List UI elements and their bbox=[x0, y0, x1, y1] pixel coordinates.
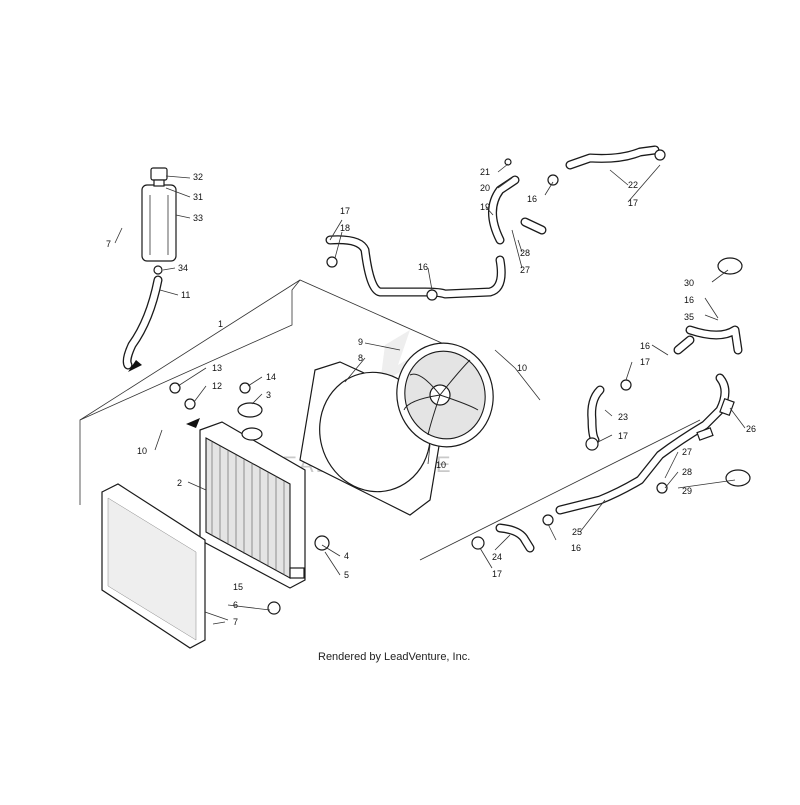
bolt-13 bbox=[169, 382, 181, 394]
callout-31: 31 bbox=[193, 192, 203, 202]
callout-6: 6 bbox=[233, 600, 238, 610]
callout-3: 3 bbox=[266, 390, 271, 400]
coolant-reservoir bbox=[141, 167, 177, 275]
radiator bbox=[199, 421, 306, 589]
callout-16d: 16 bbox=[640, 341, 650, 351]
callout-7b: 7 bbox=[233, 617, 238, 627]
callout-21: 21 bbox=[480, 167, 490, 177]
watermark-logo bbox=[380, 330, 420, 400]
callout-16b: 16 bbox=[527, 194, 537, 204]
callout-25: 25 bbox=[572, 527, 582, 537]
leader-lines bbox=[114, 163, 746, 625]
assembly-outline bbox=[79, 279, 301, 505]
callout-34: 34 bbox=[178, 263, 188, 273]
callout-labels: 32 31 33 7 34 11 1 13 12 14 3 10 2 4 5 1… bbox=[106, 167, 756, 627]
callout-10a: 10 bbox=[137, 446, 147, 456]
callout-17d: 17 bbox=[618, 431, 628, 441]
washer-12 bbox=[184, 398, 196, 410]
callout-9: 9 bbox=[358, 337, 363, 347]
callout-16e: 16 bbox=[571, 543, 581, 553]
callout-32: 32 bbox=[193, 172, 203, 182]
callout-10b: 10 bbox=[517, 363, 527, 373]
callout-11: 11 bbox=[181, 290, 190, 300]
callout-7a: 7 bbox=[106, 239, 111, 249]
callout-4: 4 bbox=[344, 551, 349, 561]
callout-23: 23 bbox=[618, 412, 628, 422]
callout-17e: 17 bbox=[492, 569, 502, 579]
nut-14 bbox=[239, 382, 251, 394]
callout-5: 5 bbox=[344, 570, 349, 580]
callout-22: 22 bbox=[628, 180, 638, 190]
callout-16a: 16 bbox=[418, 262, 428, 272]
cooling-fan bbox=[396, 342, 494, 448]
callout-35: 35 bbox=[684, 312, 694, 322]
callout-15: 15 bbox=[233, 582, 243, 592]
upper-hose bbox=[325, 235, 506, 299]
callout-18: 18 bbox=[340, 223, 350, 233]
callout-10c: 10 bbox=[436, 460, 446, 470]
arrow-indicator-2 bbox=[186, 418, 200, 428]
drain-plug-15 bbox=[267, 601, 281, 615]
callout-27a: 27 bbox=[520, 265, 530, 275]
radiator-screen bbox=[101, 483, 206, 649]
callout-19: 19 bbox=[480, 202, 490, 212]
callout-29: 29 bbox=[682, 486, 692, 496]
callout-14: 14 bbox=[266, 372, 276, 382]
hose-25 bbox=[555, 373, 730, 515]
callout-17c: 17 bbox=[640, 357, 650, 367]
callout-30: 30 bbox=[684, 278, 694, 288]
arrow-indicator bbox=[128, 360, 142, 372]
grommet-4 bbox=[314, 535, 330, 551]
clamp-29 bbox=[725, 469, 751, 487]
callout-20: 20 bbox=[480, 183, 490, 193]
radiator-cap bbox=[237, 402, 263, 418]
callout-16c: 16 bbox=[684, 295, 694, 305]
callout-2: 2 bbox=[177, 478, 182, 488]
callout-17a: 17 bbox=[340, 206, 350, 216]
callout-8: 8 bbox=[358, 353, 363, 363]
callout-28a: 28 bbox=[520, 248, 530, 258]
callout-24: 24 bbox=[492, 552, 502, 562]
rendered-by-credit: Rendered by LeadVenture, Inc. bbox=[318, 651, 470, 663]
callout-28b: 28 bbox=[682, 467, 692, 477]
callout-33: 33 bbox=[193, 213, 203, 223]
callout-26: 26 bbox=[746, 424, 756, 434]
callout-12: 12 bbox=[212, 381, 222, 391]
callout-13: 13 bbox=[212, 363, 222, 373]
callout-17b: 17 bbox=[628, 198, 638, 208]
clamp-30 bbox=[717, 257, 743, 275]
callout-1: 1 bbox=[218, 319, 223, 329]
callout-27b: 27 bbox=[682, 447, 692, 457]
